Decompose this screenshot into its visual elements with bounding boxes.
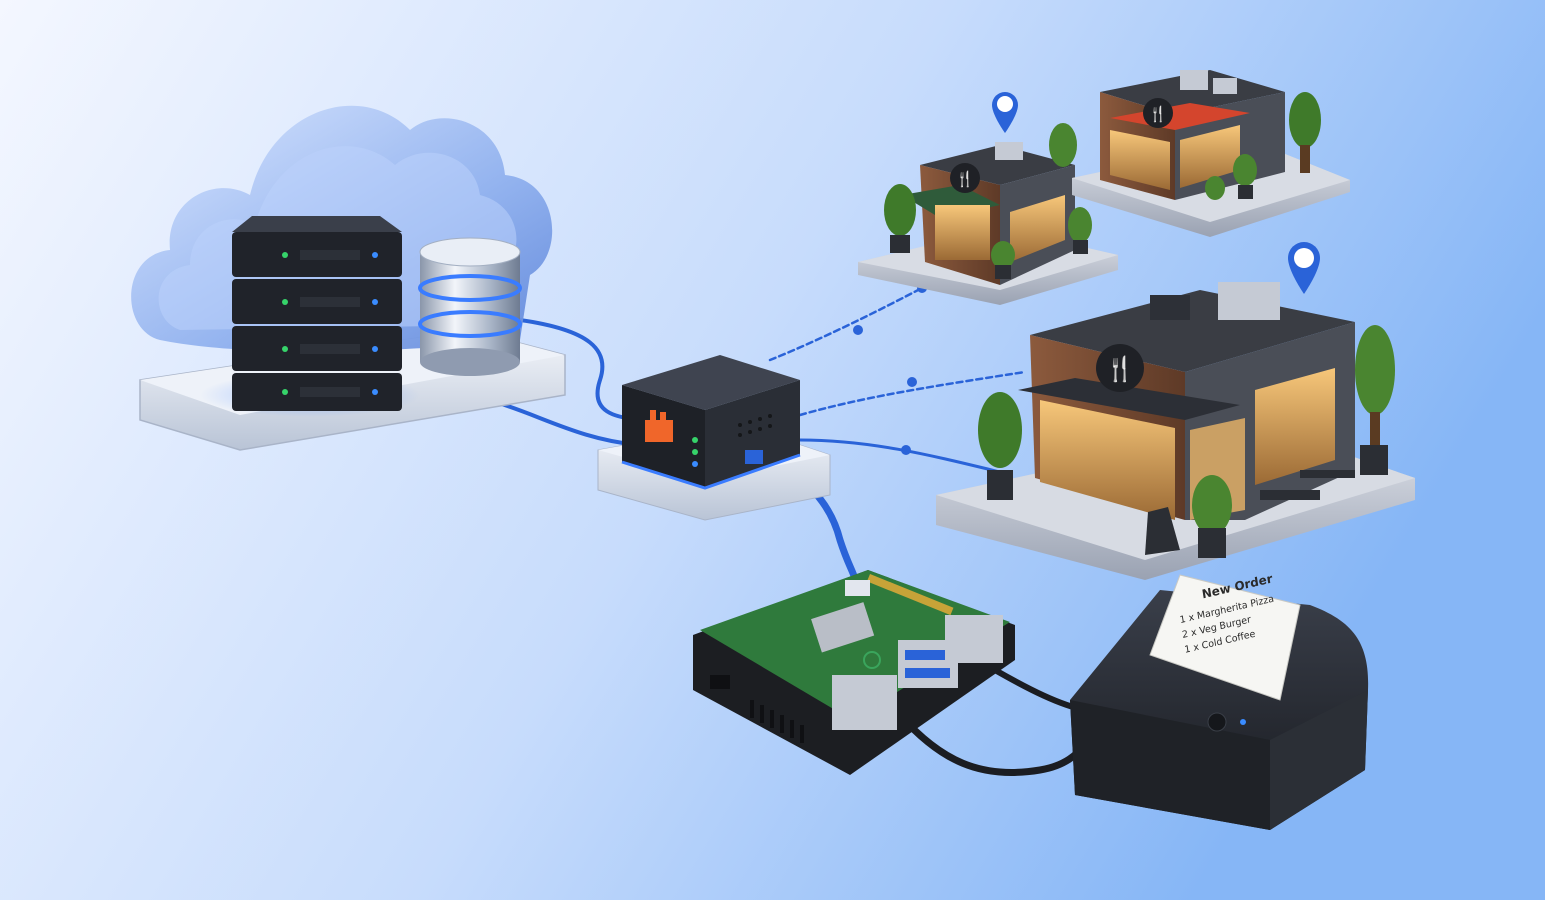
receipt-printer: [1070, 574, 1369, 830]
cable-database-to-hub: [518, 318, 657, 422]
chip: [811, 602, 875, 653]
restaurant-front-large: 🍴: [936, 242, 1415, 580]
vent-grille: [738, 414, 772, 437]
single-board-computer: [693, 570, 1015, 775]
awning-dark: [1018, 378, 1240, 420]
cloud-server: [131, 105, 566, 451]
led-indicator: [692, 437, 698, 443]
window: [1040, 400, 1175, 520]
window: [1180, 125, 1240, 188]
fork-knife-icon: 🍴: [1096, 344, 1144, 392]
link-hub-to-restaurant-front: [798, 438, 1002, 474]
ethernet-connector: [845, 580, 870, 596]
raspberry-pi-icon: [863, 651, 881, 669]
fork-knife-icon: 🍴: [1143, 98, 1173, 128]
window: [1255, 368, 1335, 485]
hdmi-port: [710, 675, 730, 689]
gpio-header: [867, 573, 954, 616]
message-broker: [597, 355, 831, 521]
hub-icon: [621, 355, 801, 490]
printer-icon: [1070, 574, 1369, 830]
link-hub-to-restaurant-large: [798, 370, 1027, 417]
patio-chairs: [1260, 470, 1355, 500]
awning-red: [1110, 103, 1250, 130]
vent-slots: [750, 700, 804, 743]
tree-icon: [978, 325, 1395, 558]
connection-cables: [493, 286, 1094, 777]
server-rack-icon: [232, 216, 402, 411]
window: [1010, 195, 1065, 262]
rooftop-unit: [1213, 78, 1237, 94]
power-button: [1207, 712, 1227, 732]
location-pin-icon: [992, 92, 1018, 133]
receipt-paper: [1149, 574, 1301, 701]
cable-cloud-to-hub: [493, 400, 642, 447]
window: [935, 205, 990, 260]
server-unit: [232, 216, 402, 277]
database-icon: [418, 237, 522, 376]
window: [1110, 130, 1170, 190]
led-indicator: [692, 461, 698, 467]
led-indicator: [1240, 719, 1246, 725]
tree-icon: [884, 184, 1092, 279]
server-unit: [232, 373, 402, 411]
ethernet-port: [832, 675, 897, 730]
rooftop-unit: [995, 142, 1023, 160]
led-indicator: [692, 449, 698, 455]
restaurant-back-right: 🍴: [1049, 70, 1350, 237]
link-dot: [853, 325, 863, 335]
location-pin-icon: [1288, 242, 1320, 294]
link-dot: [901, 445, 911, 455]
rooftop-unit: [1218, 282, 1280, 320]
link-hub-to-restaurant-small: [768, 286, 924, 362]
link-dot: [907, 377, 917, 387]
sandwich-board: [1145, 507, 1180, 555]
svg-text:🍴: 🍴: [1105, 355, 1135, 383]
ethernet-port: [745, 450, 763, 464]
restaurant-small-left: 🍴: [858, 92, 1118, 305]
server-unit: [232, 279, 402, 324]
server-unit: [232, 326, 402, 371]
tree-icon: [1049, 92, 1321, 200]
orange-logo-icon: [645, 410, 673, 442]
svg-text:🍴: 🍴: [956, 170, 975, 188]
rooftop-unit: [1180, 70, 1208, 90]
ethernet-port: [945, 615, 1003, 663]
fork-knife-icon: 🍴: [950, 163, 980, 193]
svg-text:🍴: 🍴: [1149, 105, 1168, 123]
